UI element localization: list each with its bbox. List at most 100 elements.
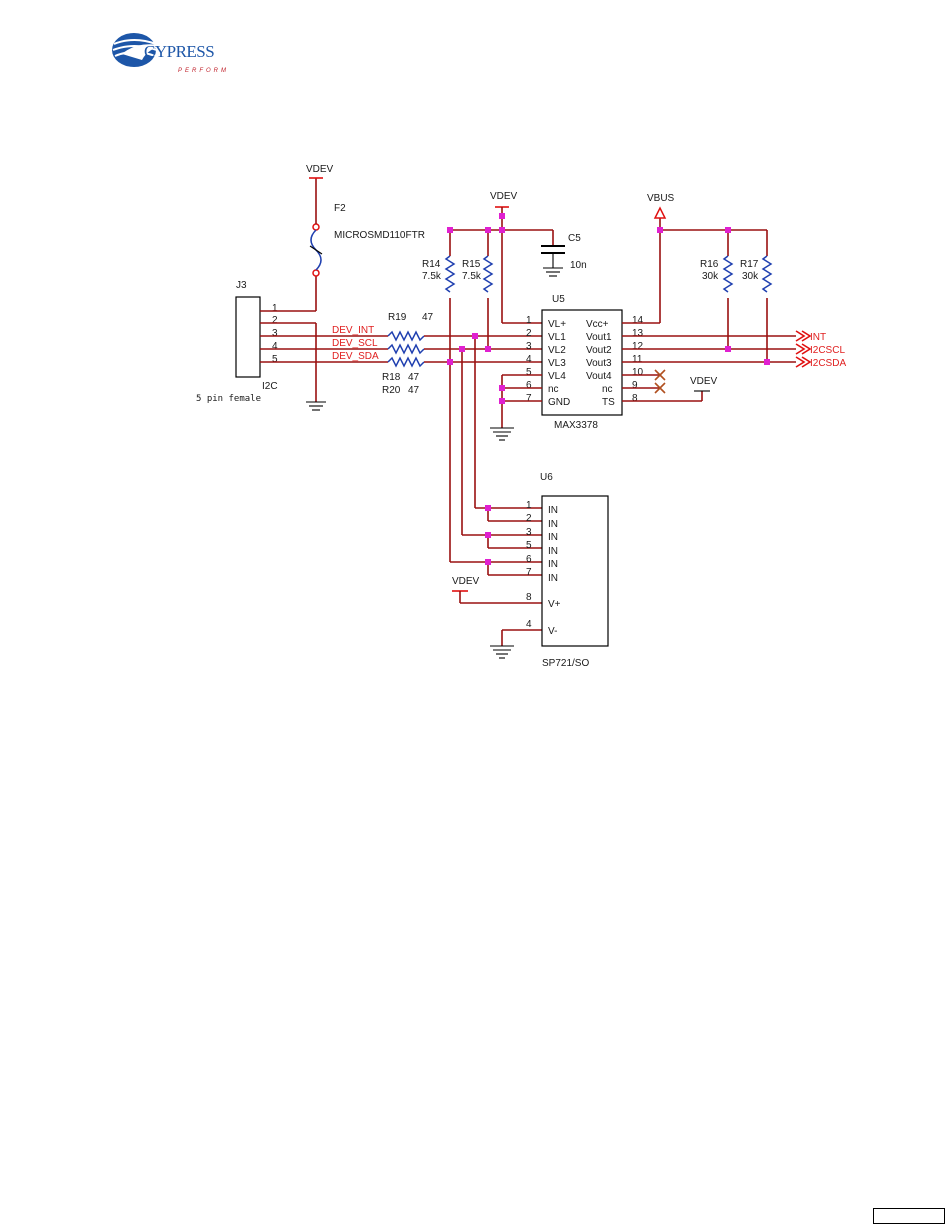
vbus-arrow-icon [653, 206, 667, 219]
u6-pin-num-5: 5 [526, 540, 532, 551]
u5-pin-name-10: Vout4 [586, 371, 612, 382]
u5-pin-name-4: VL3 [548, 358, 566, 369]
r15-ref: R15 [462, 259, 481, 270]
u5-pin-num-5: 5 [526, 367, 532, 378]
u5-pin-num-11: 11 [632, 354, 643, 365]
ground-symbol-u6 [490, 645, 514, 659]
u6-pin-num-8: 8 [526, 592, 532, 603]
j3-pin-2: 2 [272, 315, 278, 326]
fuse-part: MICROSMD110FTR [334, 230, 425, 241]
u5-pin-num-7: 7 [526, 393, 532, 404]
vbus-label: VBUS [647, 193, 675, 204]
u5-pin-name-1: VL+ [548, 319, 566, 330]
u5-pin-name-12: Vout2 [586, 345, 612, 356]
net-dev-scl: DEV_SCL [332, 338, 378, 349]
fuse-ref: F2 [334, 203, 346, 214]
fuse-f2: F2 MICROSMD110FTR [309, 203, 425, 277]
u6-pin-name-7: IN [548, 573, 558, 584]
u5-pin-num-12: 12 [632, 341, 644, 352]
cypress-logo: CYPRESS PERFORM [108, 26, 248, 82]
u6-part: SP721/SO [542, 658, 589, 669]
u6-pin-name-5: IN [548, 546, 558, 557]
u5-pin-name-7: GND [548, 397, 570, 408]
r18-ref: R18 [382, 372, 401, 383]
u6-pin-name-6: IN [548, 559, 558, 570]
resistor-r17: R17 30k [740, 255, 773, 293]
u5-pin-name-3: VL2 [548, 345, 566, 356]
u5-pin-num-2: 2 [526, 328, 532, 339]
resistor-r14: R14 7.5k [422, 255, 456, 293]
r19-value: 47 [422, 312, 434, 323]
u5-pin-name-13: Vout1 [586, 332, 612, 343]
r14-value: 7.5k [422, 271, 442, 282]
u6-pin-num-6: 6 [526, 554, 532, 565]
chip-u5: U5 MAX3378 1 VL+ 2 VL1 3 VL2 4 VL3 5 VL4… [526, 294, 644, 431]
c5-value: 10n [570, 260, 587, 271]
u6-pin-num-3: 3 [526, 527, 532, 538]
u5-pin-num-3: 3 [526, 341, 532, 352]
u5-pin-name-8: TS [602, 397, 615, 408]
page-number-box [873, 1208, 945, 1224]
logo-wordmark: CYPRESS [144, 42, 214, 61]
u5-pin-num-4: 4 [526, 354, 532, 365]
j3-ref: J3 [236, 280, 247, 291]
resistor-r20: R20 47 [382, 356, 425, 396]
r14-ref: R14 [422, 259, 441, 270]
r19-ref: R19 [388, 312, 407, 323]
ground-symbol-j3 [306, 401, 326, 411]
resistor-r19: R19 47 [387, 312, 434, 342]
u6-pin-name-4: V- [548, 626, 557, 637]
j3-pin-4: 4 [272, 341, 278, 352]
u5-pin-num-9: 9 [632, 380, 638, 391]
j3-pin-1: 1 [272, 303, 278, 314]
net-dev-sda: DEV_SDA [332, 351, 379, 362]
net-i2cscl: I2CSCL [810, 345, 845, 356]
u5-pin-num-6: 6 [526, 380, 532, 391]
chip-u6: U6 SP721/SO 1 IN 2 IN 3 IN 5 IN 6 IN 7 I… [526, 472, 609, 669]
capacitor-c5: C5 10n [541, 230, 587, 277]
r17-value: 30k [742, 271, 759, 282]
r17-ref: R17 [740, 259, 759, 270]
u6-pin-num-1: 1 [526, 500, 532, 511]
u6-ref: U6 [540, 472, 553, 483]
j3-desc: 5 pin female [196, 394, 261, 404]
r20-ref: R20 [382, 385, 401, 396]
u5-pin-name-9: nc [602, 384, 613, 395]
j3-bus-label: I2C [262, 381, 278, 392]
r16-value: 30k [702, 271, 719, 282]
no-connect-icon [654, 369, 666, 394]
u5-pin-num-8: 8 [632, 393, 638, 404]
junction-dots [447, 213, 770, 565]
u6-pin-name-2: IN [548, 519, 558, 530]
vdev-label-ts: VDEV [690, 376, 718, 387]
u6-pin-num-2: 2 [526, 513, 532, 524]
u5-pin-num-1: 1 [526, 315, 532, 326]
u6-pin-num-7: 7 [526, 567, 532, 578]
u5-pin-num-13: 13 [632, 328, 644, 339]
j3-pin-5: 5 [272, 354, 278, 365]
u6-pin-num-4: 4 [526, 619, 532, 630]
r18-value: 47 [408, 372, 420, 383]
r15-value: 7.5k [462, 271, 482, 282]
ground-symbol-u5 [490, 427, 514, 441]
connector-j3: J3 I2C 5 pin female 1 2 3 4 5 [196, 280, 278, 404]
c5-ref: C5 [568, 233, 581, 244]
resistor-r18: R18 47 [382, 343, 425, 383]
u6-pin-name-3: IN [548, 532, 558, 543]
resistor-r15: R15 7.5k [462, 255, 494, 293]
u5-pin-num-10: 10 [632, 367, 644, 378]
vdev-label-u6: VDEV [452, 576, 480, 587]
vdev-label-u5: VDEV [490, 191, 518, 202]
u5-pin-name-11: Vout3 [586, 358, 612, 369]
resistor-r16: R16 30k [700, 255, 734, 293]
vdev-label-top-left: VDEV [306, 164, 334, 175]
u5-pin-name-5: VL4 [548, 371, 566, 382]
u5-pin-name-14: Vcc+ [586, 319, 609, 330]
j3-pin-3: 3 [272, 328, 278, 339]
u6-pin-name-1: IN [548, 505, 558, 516]
connector-arrows-icon [795, 330, 812, 368]
u5-pin-name-2: VL1 [548, 332, 566, 343]
r20-value: 47 [408, 385, 420, 396]
u5-pin-name-6: nc [548, 384, 559, 395]
